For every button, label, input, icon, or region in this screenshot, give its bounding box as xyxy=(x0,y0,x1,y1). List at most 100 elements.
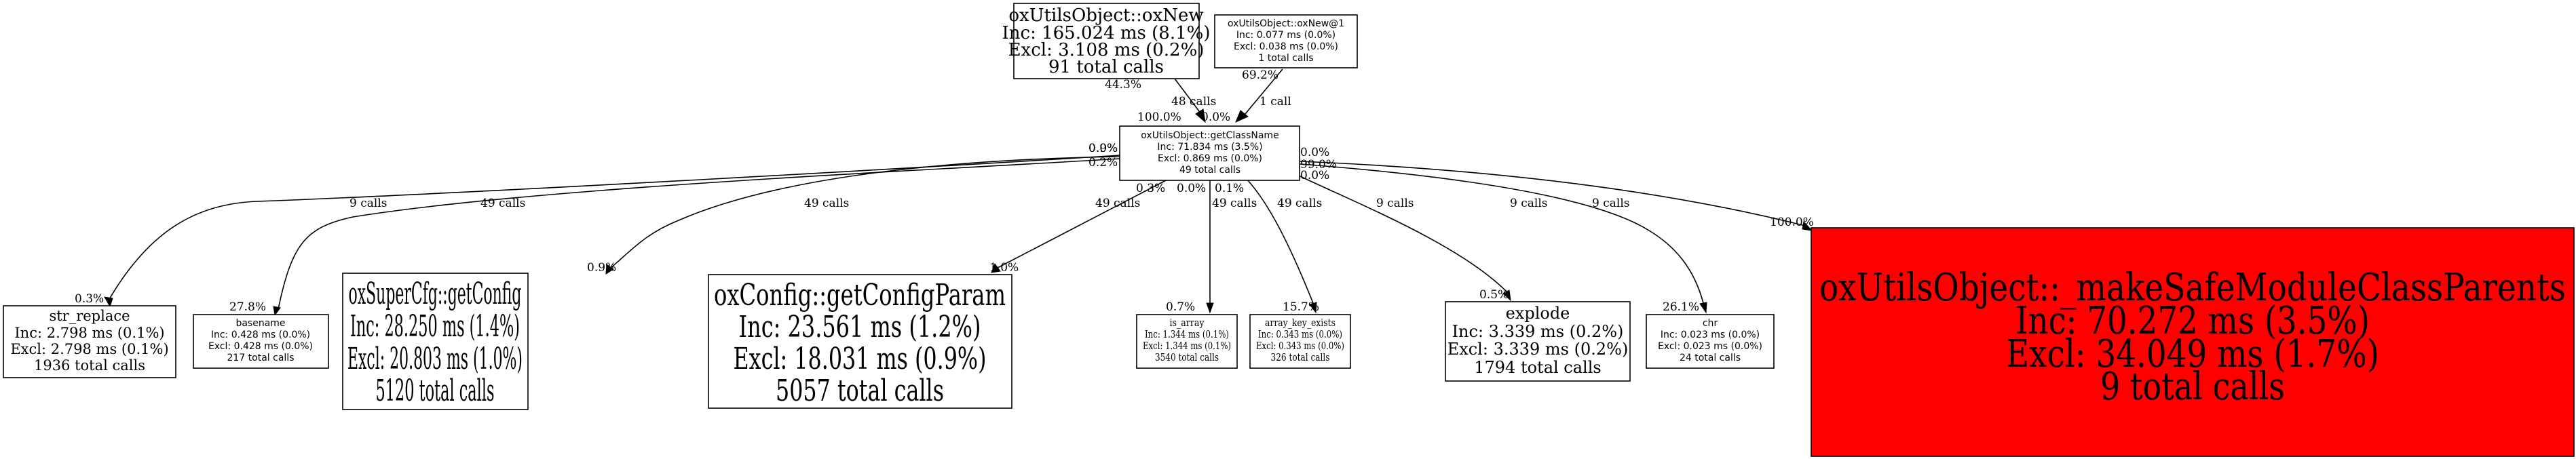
node-excl: Excl: 0.428 ms (0.0%) xyxy=(208,341,313,352)
node-calls: 24 total calls xyxy=(1680,353,1741,363)
edge-head-pct: 0.7% xyxy=(1166,300,1195,314)
node-title: explode xyxy=(1506,304,1570,323)
node-calls: 91 total calls xyxy=(1048,57,1164,77)
edge-head-pct: 100.0% xyxy=(1770,216,1814,229)
edge-getClassName-getConfigParam: 49 calls 0.3% 1.0% xyxy=(989,178,1169,275)
node-inc: Inc: 1.344 ms (0.1%) xyxy=(1145,328,1229,340)
node-title: oxConfig::getConfigParam xyxy=(714,278,1006,313)
node-str_replace[interactable]: str_replace Inc: 2.798 ms (0.1%) Excl: 2… xyxy=(3,305,176,378)
edge-tail-pct: 0.2% xyxy=(1088,156,1118,169)
edge-getClassName-array_key_exists: 49 calls 0.1% 15.7% xyxy=(1215,178,1322,314)
node-calls: 217 total calls xyxy=(227,353,295,363)
node-inc: Inc: 2.798 ms (0.1%) xyxy=(14,325,164,341)
node-inc: Inc: 70.272 ms (3.5%) xyxy=(2015,299,2370,343)
node-title: oxUtilsObject::_makeSafeModuleClassParen… xyxy=(1819,266,2566,310)
edge-tail-pct: 0.0% xyxy=(1088,142,1118,155)
node-chr[interactable]: chr Inc: 0.023 ms (0.0%) Excl: 0.023 ms … xyxy=(1646,314,1775,369)
node-inc: Inc: 3.339 ms (0.2%) xyxy=(1452,322,1624,341)
edge-calls-label: 49 calls xyxy=(1095,197,1140,210)
edge-tail-pct: 0.0% xyxy=(1300,169,1329,182)
node-excl: Excl: 0.343 ms (0.0%) xyxy=(1256,340,1344,352)
node-title: array_key_exists xyxy=(1265,317,1336,329)
edge-calls-label: 49 calls xyxy=(804,197,849,210)
edge-tail-pct: 0.3% xyxy=(1136,182,1165,195)
edge-getClassName-chr: 9 calls 0.0% 26.1% xyxy=(1300,146,1707,314)
edge-tail-pct: 44.3% xyxy=(1105,78,1141,92)
node-title: oxSuperCfg::getConfig xyxy=(349,277,522,311)
node-excl: Excl: 1.344 ms (0.1%) xyxy=(1143,340,1231,352)
node-oxNew1[interactable]: oxUtilsObject::oxNew@1 Inc: 0.077 ms (0.… xyxy=(1214,14,1358,68)
edge-getClassName-explode: 9 calls 0.0% 0.5% xyxy=(1300,169,1511,302)
node-calls: 326 total calls xyxy=(1271,351,1330,363)
node-getClassName[interactable]: oxUtilsObject::getClassName Inc: 71.834 … xyxy=(1119,125,1300,181)
edge-head-pct: 0.5% xyxy=(1479,288,1509,302)
node-inc: Inc: 0.343 ms (0.0%) xyxy=(1258,328,1342,340)
node-title: oxUtilsObject::oxNew xyxy=(1008,5,1203,26)
node-excl: Excl: 18.031 ms (0.9%) xyxy=(734,342,987,376)
node-calls: 49 total calls xyxy=(1179,165,1240,176)
node-basename[interactable]: basename Inc: 0.428 ms (0.0%) Excl: 0.42… xyxy=(193,314,329,369)
node-getConfig[interactable]: oxSuperCfg::getConfig Inc: 28.250 ms (1.… xyxy=(342,273,529,410)
node-excl: Excl: 0.038 ms (0.0%) xyxy=(1234,41,1338,52)
edge-calls-label: 48 calls xyxy=(1171,95,1216,108)
node-inc: Inc: 165.024 ms (8.1%) xyxy=(1002,23,1211,43)
node-title: str_replace xyxy=(49,308,130,324)
node-array_key_exists[interactable]: array_key_exists Inc: 0.343 ms (0.0%) Ex… xyxy=(1249,314,1351,369)
edge-head-pct: 26.1% xyxy=(1663,300,1699,314)
node-title: oxUtilsObject::getClassName xyxy=(1141,130,1278,141)
edge-getClassName-str_replace: 9 calls 0.0% 0.3% xyxy=(75,142,1120,308)
node-getConfigParam[interactable]: oxConfig::getConfigParam Inc: 23.561 ms … xyxy=(708,274,1012,409)
node-calls: 1 total calls xyxy=(1258,53,1313,64)
edge-head-pct: 100.0% xyxy=(1137,111,1181,124)
node-excl: Excl: 20.803 ms (1.0%) xyxy=(347,342,523,376)
edge-getClassName-getConfig: 49 calls 0.9% 0.9% xyxy=(587,142,1120,275)
node-excl: Excl: 0.023 ms (0.0%) xyxy=(1658,341,1762,352)
node-makeSafe[interactable]: oxUtilsObject::_makeSafeModuleClassParen… xyxy=(1811,227,2575,457)
edge-calls-label: 9 calls xyxy=(349,197,387,210)
edge-head-pct: 0.9% xyxy=(587,261,616,275)
node-excl: Excl: 2.798 ms (0.1%) xyxy=(10,341,168,357)
node-explode[interactable]: explode Inc: 3.339 ms (0.2%) Excl: 3.339… xyxy=(1445,301,1631,382)
edge-calls-label: 9 calls xyxy=(1592,197,1629,210)
node-inc: Inc: 0.023 ms (0.0%) xyxy=(1661,330,1760,340)
edge-tail-pct: 99.0% xyxy=(1300,158,1337,172)
edge-calls-label: 49 calls xyxy=(1277,197,1322,210)
node-calls: 9 total calls xyxy=(2100,365,2285,409)
edge-tail-pct: 69.2% xyxy=(1242,68,1278,82)
edge-tail-pct: 0.0% xyxy=(1177,182,1206,195)
node-calls: 5057 total calls xyxy=(776,374,944,408)
node-inc: Inc: 28.250 ms (1.4%) xyxy=(350,309,520,344)
node-calls: 1794 total calls xyxy=(1474,358,1601,377)
edge-head-pct: 0.3% xyxy=(75,292,104,306)
edge-getClassName-is_array: 49 calls 0.0% 0.7% xyxy=(1166,179,1257,314)
edge-calls-label: 49 calls xyxy=(480,197,525,210)
node-inc: Inc: 71.834 ms (3.5%) xyxy=(1157,142,1262,153)
node-inc: Inc: 23.561 ms (1.2%) xyxy=(739,310,981,344)
edge-oxNew1-getClassName: 1 call 69.2% 0.0% xyxy=(1201,68,1291,124)
edge-tail-pct: 0.1% xyxy=(1215,182,1244,195)
node-excl: Excl: 34.049 ms (1.7%) xyxy=(2006,332,2379,376)
edge-calls-label: 9 calls xyxy=(1510,197,1547,210)
edge-head-pct: 27.8% xyxy=(229,300,266,314)
node-calls: 3540 total calls xyxy=(1155,351,1219,363)
node-excl: Excl: 3.108 ms (0.2%) xyxy=(1008,40,1205,60)
edge-calls-label: 9 calls xyxy=(1376,197,1414,210)
node-title: chr xyxy=(1703,318,1718,329)
node-title: is_array xyxy=(1170,317,1205,329)
edge-head-pct: 15.7% xyxy=(1283,300,1319,314)
edge-calls-label: 49 calls xyxy=(1212,197,1257,210)
node-is_array[interactable]: is_array Inc: 1.344 ms (0.1%) Excl: 1.34… xyxy=(1136,314,1238,369)
node-inc: Inc: 0.428 ms (0.0%) xyxy=(211,330,310,340)
node-calls: 5120 total calls xyxy=(376,374,495,408)
node-oxNew[interactable]: oxUtilsObject::oxNew Inc: 165.024 ms (8.… xyxy=(1002,3,1211,79)
node-title: oxUtilsObject::oxNew@1 xyxy=(1228,18,1344,29)
edge-tail-pct: 0.0% xyxy=(1300,146,1329,159)
edge-head-pct: 0.0% xyxy=(1201,111,1230,124)
edge-oxNew-getClassName: 48 calls 44.3% 100.0% xyxy=(1105,73,1216,124)
node-title: basename xyxy=(235,318,285,329)
edge-getClassName-makeSafe: 9 calls 99.0% 100.0% xyxy=(1300,158,1814,231)
edge-tail-pct: 0.9% xyxy=(1088,142,1118,155)
node-calls: 1936 total calls xyxy=(34,357,145,374)
node-excl: Excl: 0.869 ms (0.0%) xyxy=(1158,153,1262,164)
